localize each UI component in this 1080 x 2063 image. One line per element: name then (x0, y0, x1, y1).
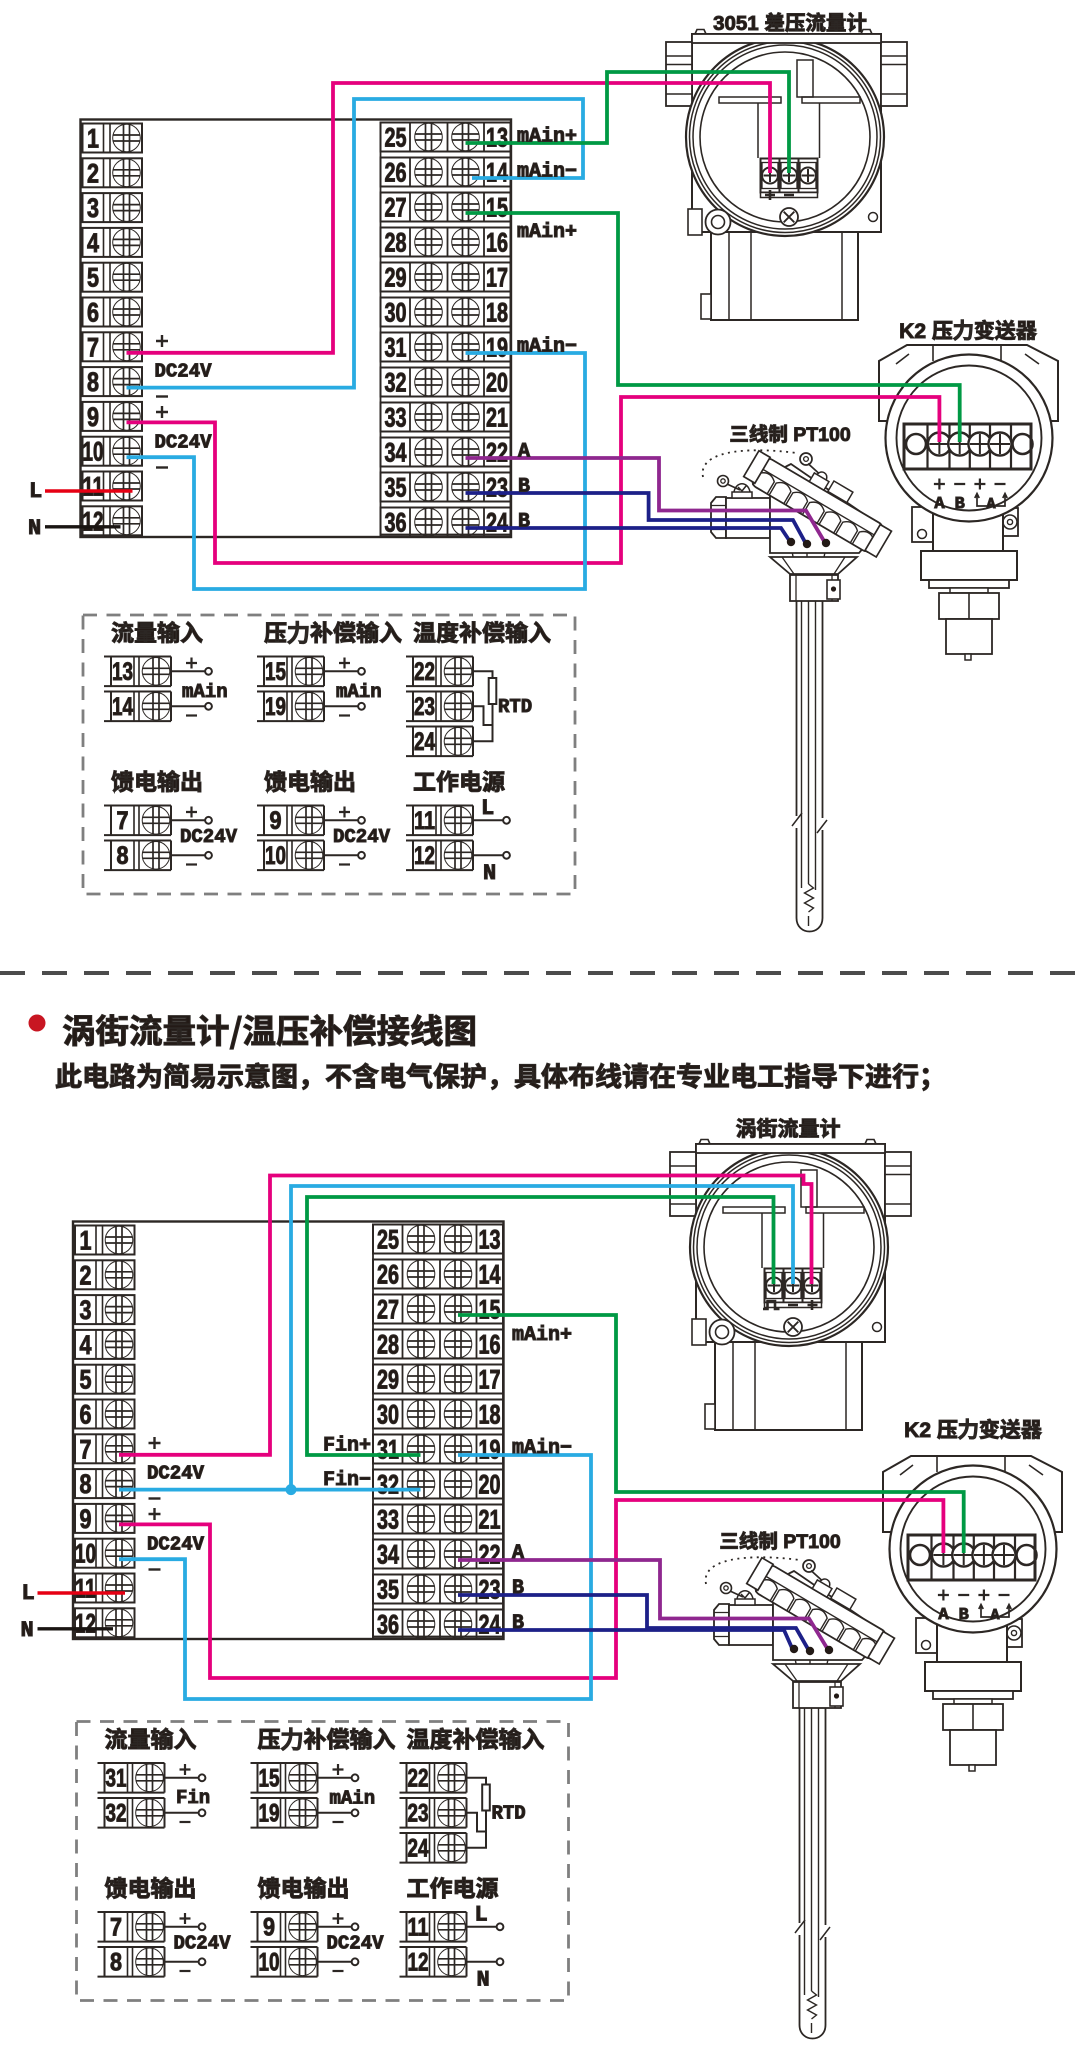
svg-text:三线制 PT100: 三线制 PT100 (729, 418, 851, 447)
svg-text:3051 差压流量计: 3051 差压流量计 (713, 6, 867, 36)
svg-text:Fin+: Fin+ (323, 1435, 371, 1458)
svg-text:K2 压力变送器: K2 压力变送器 (899, 315, 1037, 345)
svg-text:mAin−: mAin− (517, 336, 577, 359)
svg-text:mAin+: mAin+ (512, 1324, 572, 1347)
svg-text:三线制 PT100: 三线制 PT100 (719, 1525, 841, 1554)
svg-text:13: 13 (112, 658, 133, 686)
svg-text:涡街流量计: 涡街流量计 (736, 1113, 841, 1143)
svg-text:mAin−: mAin− (512, 1437, 572, 1460)
svg-text:mAin: mAin (182, 681, 228, 703)
svg-text:涡街流量计/温压补偿接线图: 涡街流量计/温压补偿接线图 (62, 1004, 477, 1053)
svg-text:mAin+: mAin+ (517, 126, 577, 149)
svg-text:Fin: Fin (176, 1787, 210, 1809)
svg-text:B: B (518, 476, 530, 499)
svg-text:31: 31 (106, 1765, 127, 1793)
svg-text:B: B (512, 1577, 524, 1600)
svg-text:32: 32 (106, 1800, 127, 1828)
svg-text:B: B (518, 511, 530, 534)
svg-text:此电路为简易示意图，不含电气保护，具体布线请在专业电工指导下: 此电路为简易示意图，不含电气保护，具体布线请在专业电工指导下进行； (55, 1055, 946, 1094)
svg-text:mAin+: mAin+ (517, 221, 577, 244)
svg-text:Fin−: Fin− (323, 1469, 371, 1492)
svg-text:A: A (512, 1542, 524, 1565)
svg-text:B: B (512, 1612, 524, 1635)
svg-text:14: 14 (112, 693, 133, 721)
svg-text:A: A (518, 441, 530, 464)
svg-text:mAin−: mAin− (517, 161, 577, 184)
svg-text:K2 压力变送器: K2 压力变送器 (904, 1414, 1042, 1444)
